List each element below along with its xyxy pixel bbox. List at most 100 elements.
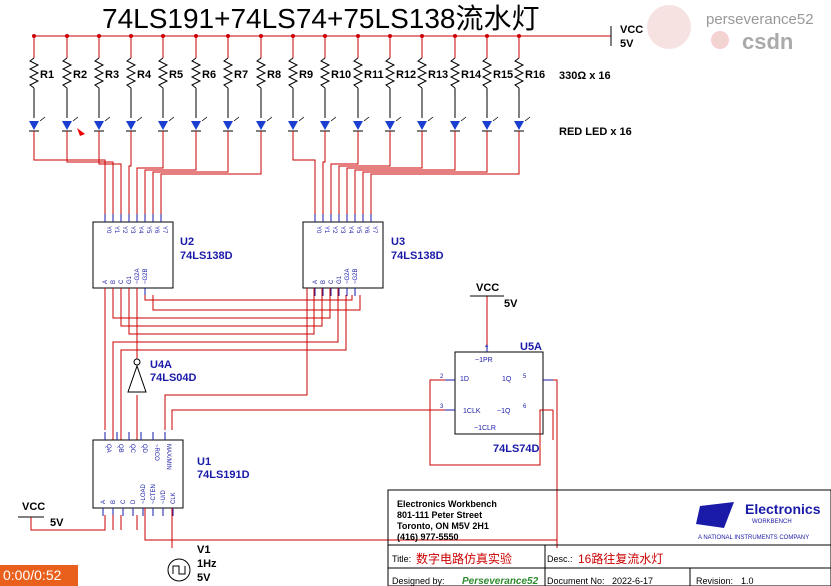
led-icon	[385, 121, 395, 130]
watermark-avatar-icon	[647, 5, 691, 49]
resistor-icon	[513, 57, 525, 89]
tb-logo-corp: A NATIONAL INSTRUMENTS COMPANY	[698, 535, 809, 541]
inverter-triangle-icon	[127, 364, 147, 393]
u2-pin-out: Y3	[129, 226, 135, 234]
u5a-flipflop: ~1PR 1D 1Q 1CLK ~1Q ~1CLR 4 2 3 5 6	[440, 344, 553, 435]
v1-source	[167, 508, 191, 582]
u3-pin-out: Y3	[339, 226, 345, 234]
vcc-right-voltage: 5V	[504, 298, 518, 310]
u1-pin-top: QC	[129, 444, 135, 454]
u2-pin-out: Y2	[121, 226, 127, 234]
resistor-note: 330Ω x 16	[559, 70, 611, 82]
u5a-ref: U5A	[520, 341, 542, 353]
tb-logo-main: Electronics	[745, 501, 821, 517]
u3-part: 74LS138D	[391, 250, 444, 262]
u5a-num-3: 3	[440, 404, 444, 410]
resistor-label: R12	[396, 69, 416, 81]
schematic-title: 74LS191+74LS74+75LS138流水灯	[102, 3, 539, 34]
u5a-pin-q: 1Q	[502, 376, 512, 383]
resistor-label: R1	[40, 69, 54, 81]
v1-freq: 1Hz	[197, 558, 217, 570]
led-icon	[417, 121, 427, 130]
tb-doc-label: Document No:	[547, 576, 605, 586]
resistor-icon	[352, 57, 364, 89]
resistor-icon	[28, 57, 40, 89]
u2-pin-out: Y5	[145, 226, 151, 234]
u5a-pin-clk: 1CLK	[463, 408, 481, 415]
resistor-icon	[125, 57, 137, 89]
decoder-input-wires	[104, 288, 361, 440]
resistor-icon	[416, 57, 428, 89]
u2-pin-in: ~G2B	[143, 268, 149, 284]
u2-pin-out: Y7	[161, 226, 167, 234]
resistor-icon	[449, 57, 461, 89]
u2-part: 74LS138D	[180, 250, 233, 262]
vcc-top-net: VCC	[620, 24, 643, 36]
u4a-inverter	[127, 358, 147, 393]
u5a-pin-d: 1D	[460, 376, 469, 383]
u2-pin-out: Y1	[113, 226, 119, 234]
u3-pin-out: Y7	[371, 226, 377, 234]
u2-body	[92, 221, 174, 289]
resistor-label: R15	[493, 69, 513, 81]
resistor-icon	[93, 57, 105, 89]
inverter-bubble-icon	[133, 358, 141, 366]
v1-ref: V1	[197, 544, 210, 556]
resistor-label: R7	[234, 69, 248, 81]
tb-title-label: Title:	[392, 554, 411, 564]
u5a-num-6: 6	[523, 404, 527, 410]
u5a-num-2: 2	[440, 374, 444, 380]
u3-pin-in: C	[329, 279, 335, 284]
watermark-site: csdn	[742, 29, 793, 54]
u5a-pin-qn: ~1Q	[497, 408, 511, 415]
resistor-icon	[287, 57, 299, 89]
led-note: RED LED x 16	[559, 126, 632, 138]
u1-pin-top: QA	[105, 444, 111, 453]
led-icon	[29, 121, 39, 130]
u3-pin-out: Y4	[347, 226, 353, 234]
u2-pin-in: G1	[127, 275, 133, 284]
led-icon	[256, 121, 266, 130]
vcc-right: VCC 5V	[470, 282, 518, 310]
u1-pin-bottom: C	[121, 499, 127, 504]
resistor-icon	[255, 57, 267, 89]
tb-desc-value: 16路往复流水灯	[578, 551, 663, 566]
resistor-label: R3	[105, 69, 119, 81]
led-icon	[353, 121, 363, 130]
u2-ref: U2	[180, 236, 194, 248]
resistor-label: R16	[525, 69, 545, 81]
u5a-pin-clr: ~1CLR	[474, 425, 496, 432]
resistor-icon	[319, 57, 331, 89]
resistor-label: R13	[428, 69, 448, 81]
csdn-logo-icon	[711, 31, 729, 49]
tb-company: Electronics Workbench	[397, 499, 497, 509]
led-icon	[320, 121, 330, 130]
u1-pin-top: ~RCO	[153, 444, 159, 461]
led-icon	[94, 121, 104, 130]
u1-body	[92, 439, 184, 509]
u2-pin-in: C	[119, 279, 125, 284]
tb-rev-label: Revision:	[696, 576, 733, 586]
u1-pin-top: MAX/MIN	[165, 444, 171, 470]
tb-designed-label: Designed by:	[392, 576, 445, 586]
resistor-label: R2	[73, 69, 87, 81]
u3-pin-out: Y5	[355, 226, 361, 234]
tb-phone: (416) 977-5550	[397, 532, 459, 542]
v1-amp: 5V	[197, 572, 211, 584]
u2-pin-out: Y0	[105, 226, 111, 234]
u1-pin-bottom: D	[131, 499, 137, 504]
led-icon	[482, 121, 492, 130]
resistor-icon	[481, 57, 493, 89]
resistor-label: R11	[364, 69, 384, 81]
led-icon	[288, 121, 298, 130]
resistor-label: R10	[331, 69, 351, 81]
u3-pin-in: A	[313, 280, 319, 284]
led-icon	[126, 121, 136, 130]
u3-pin-in: G1	[337, 275, 343, 284]
vcc-left-net: VCC	[22, 501, 45, 513]
video-timer: 0:00/0:52	[0, 565, 78, 586]
vcc-left-voltage: 5V	[50, 517, 64, 529]
